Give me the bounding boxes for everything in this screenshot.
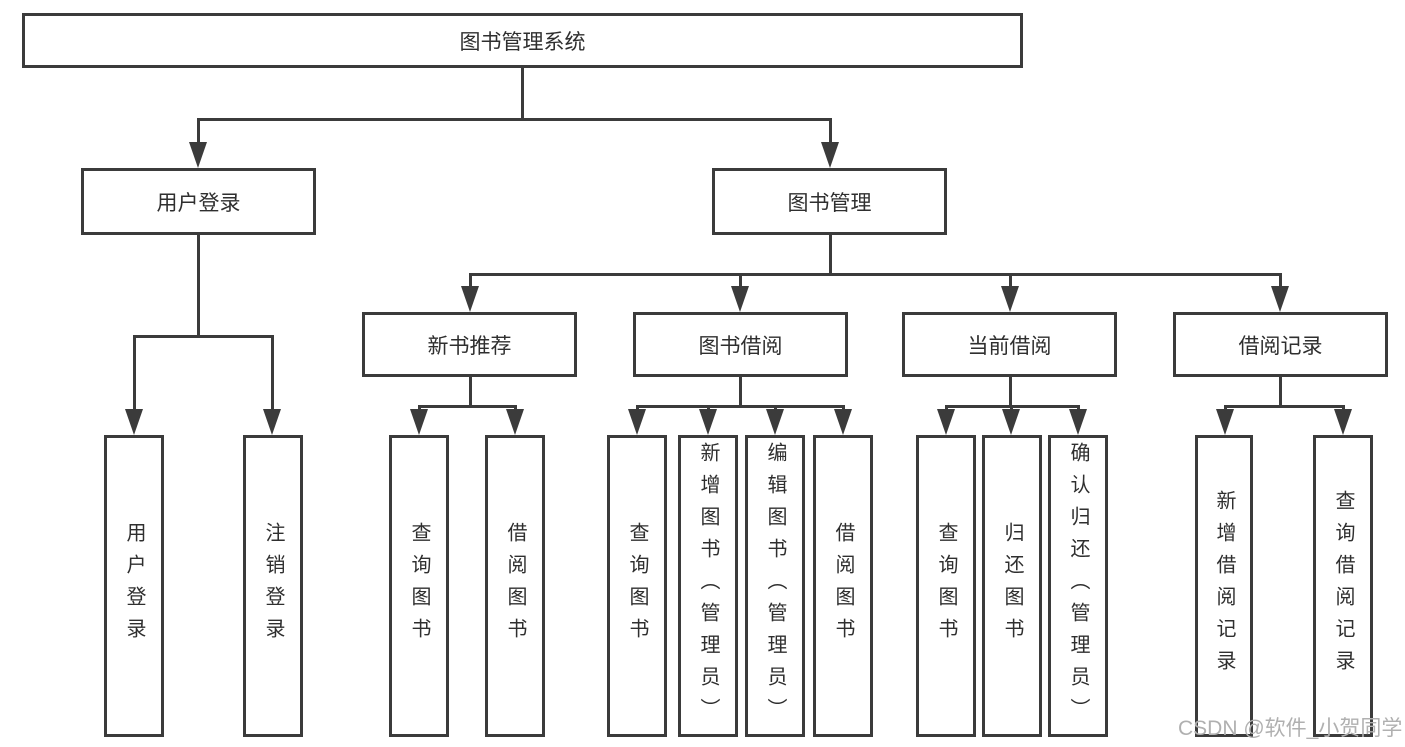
node-borrowing-records: 借阅记录 <box>1173 312 1388 377</box>
leaf-query-books-current-label: 查询图书 <box>935 522 957 650</box>
connector-line <box>828 235 832 275</box>
connector-line <box>196 235 200 337</box>
arrow-down-icon <box>699 409 717 435</box>
node-book-management: 图书管理 <box>712 168 947 235</box>
arrow-down-icon <box>1334 409 1352 435</box>
leaf-return-books: 归还图书 <box>982 435 1042 737</box>
connector-line <box>132 335 274 338</box>
leaf-edit-book-admin-label: 编辑图书（管理员） <box>764 442 786 730</box>
leaf-borrow-books-recommend-label: 借阅图书 <box>504 522 526 650</box>
connector-line <box>520 68 524 120</box>
node-current-borrowing-label: 当前借阅 <box>967 334 1052 358</box>
connector-line <box>828 118 832 146</box>
csdn-watermark: CSDN @软件_小贺同学 <box>1178 717 1403 740</box>
connector-line <box>196 118 200 146</box>
arrow-down-icon <box>628 409 646 435</box>
node-book-management-label: 图书管理 <box>787 191 872 215</box>
connector-line <box>468 273 1282 276</box>
arrow-down-icon <box>263 409 281 435</box>
connector-line <box>635 405 845 408</box>
arrow-down-icon <box>834 409 852 435</box>
connector-line <box>1008 273 1012 289</box>
connector-line <box>1278 377 1282 407</box>
node-book-borrowing: 图书借阅 <box>633 312 848 377</box>
leaf-borrow-books: 借阅图书 <box>813 435 873 737</box>
node-new-book-recommend-label: 新书推荐 <box>427 334 512 358</box>
node-root-label: 图书管理系统 <box>459 30 586 54</box>
connector-line <box>417 405 517 408</box>
leaf-user-login-label: 用户登录 <box>123 522 145 650</box>
connector-line <box>1223 405 1345 408</box>
arrow-down-icon <box>1069 409 1087 435</box>
arrow-down-icon <box>461 286 479 312</box>
arrow-down-icon <box>506 409 524 435</box>
connector-line <box>1008 377 1012 407</box>
connector-line <box>196 118 832 121</box>
leaf-query-books-borrowing-label: 查询图书 <box>626 522 648 650</box>
node-user-login: 用户登录 <box>81 168 316 235</box>
leaf-query-books-recommend: 查询图书 <box>389 435 449 737</box>
leaf-query-books-current: 查询图书 <box>916 435 976 737</box>
arrow-down-icon <box>189 142 207 168</box>
arrow-down-icon <box>1002 409 1020 435</box>
leaf-user-login: 用户登录 <box>104 435 164 737</box>
leaf-logout: 注销登录 <box>243 435 303 737</box>
leaf-add-book-admin-label: 新增图书（管理员） <box>697 442 719 730</box>
leaf-add-borrow-record-label: 新增借阅记录 <box>1213 490 1235 682</box>
node-root: 图书管理系统 <box>22 13 1023 68</box>
leaf-logout-label: 注销登录 <box>262 522 284 650</box>
node-current-borrowing: 当前借阅 <box>902 312 1117 377</box>
connector-line <box>468 377 472 407</box>
connector-line <box>738 273 742 289</box>
connector-line <box>132 335 136 411</box>
arrow-down-icon <box>1271 286 1289 312</box>
leaf-confirm-return-admin-label: 确认归还（管理员） <box>1067 442 1089 730</box>
connector-line <box>270 335 274 411</box>
leaf-edit-book-admin: 编辑图书（管理员） <box>745 435 805 737</box>
leaf-borrow-books-label: 借阅图书 <box>832 522 854 650</box>
arrow-down-icon <box>410 409 428 435</box>
arrow-down-icon <box>766 409 784 435</box>
arrow-down-icon <box>1001 286 1019 312</box>
leaf-query-borrow-record: 查询借阅记录 <box>1313 435 1373 737</box>
leaf-query-books-borrowing: 查询图书 <box>607 435 667 737</box>
arrow-down-icon <box>1216 409 1234 435</box>
arrow-down-icon <box>937 409 955 435</box>
leaf-confirm-return-admin: 确认归还（管理员） <box>1048 435 1108 737</box>
leaf-query-borrow-record-label: 查询借阅记录 <box>1332 490 1354 682</box>
arrow-down-icon <box>731 286 749 312</box>
node-user-login-label: 用户登录 <box>156 191 241 215</box>
connector-line <box>468 273 472 289</box>
node-new-book-recommend: 新书推荐 <box>362 312 577 377</box>
leaf-query-books-recommend-label: 查询图书 <box>408 522 430 650</box>
arrow-down-icon <box>125 409 143 435</box>
connector-line <box>1278 273 1282 289</box>
node-book-borrowing-label: 图书借阅 <box>698 334 783 358</box>
node-borrowing-records-label: 借阅记录 <box>1238 334 1323 358</box>
leaf-return-books-label: 归还图书 <box>1001 522 1023 650</box>
leaf-add-book-admin: 新增图书（管理员） <box>678 435 738 737</box>
arrow-down-icon <box>821 142 839 168</box>
leaf-add-borrow-record: 新增借阅记录 <box>1195 435 1253 737</box>
connector-line <box>738 377 742 407</box>
leaf-borrow-books-recommend: 借阅图书 <box>485 435 545 737</box>
